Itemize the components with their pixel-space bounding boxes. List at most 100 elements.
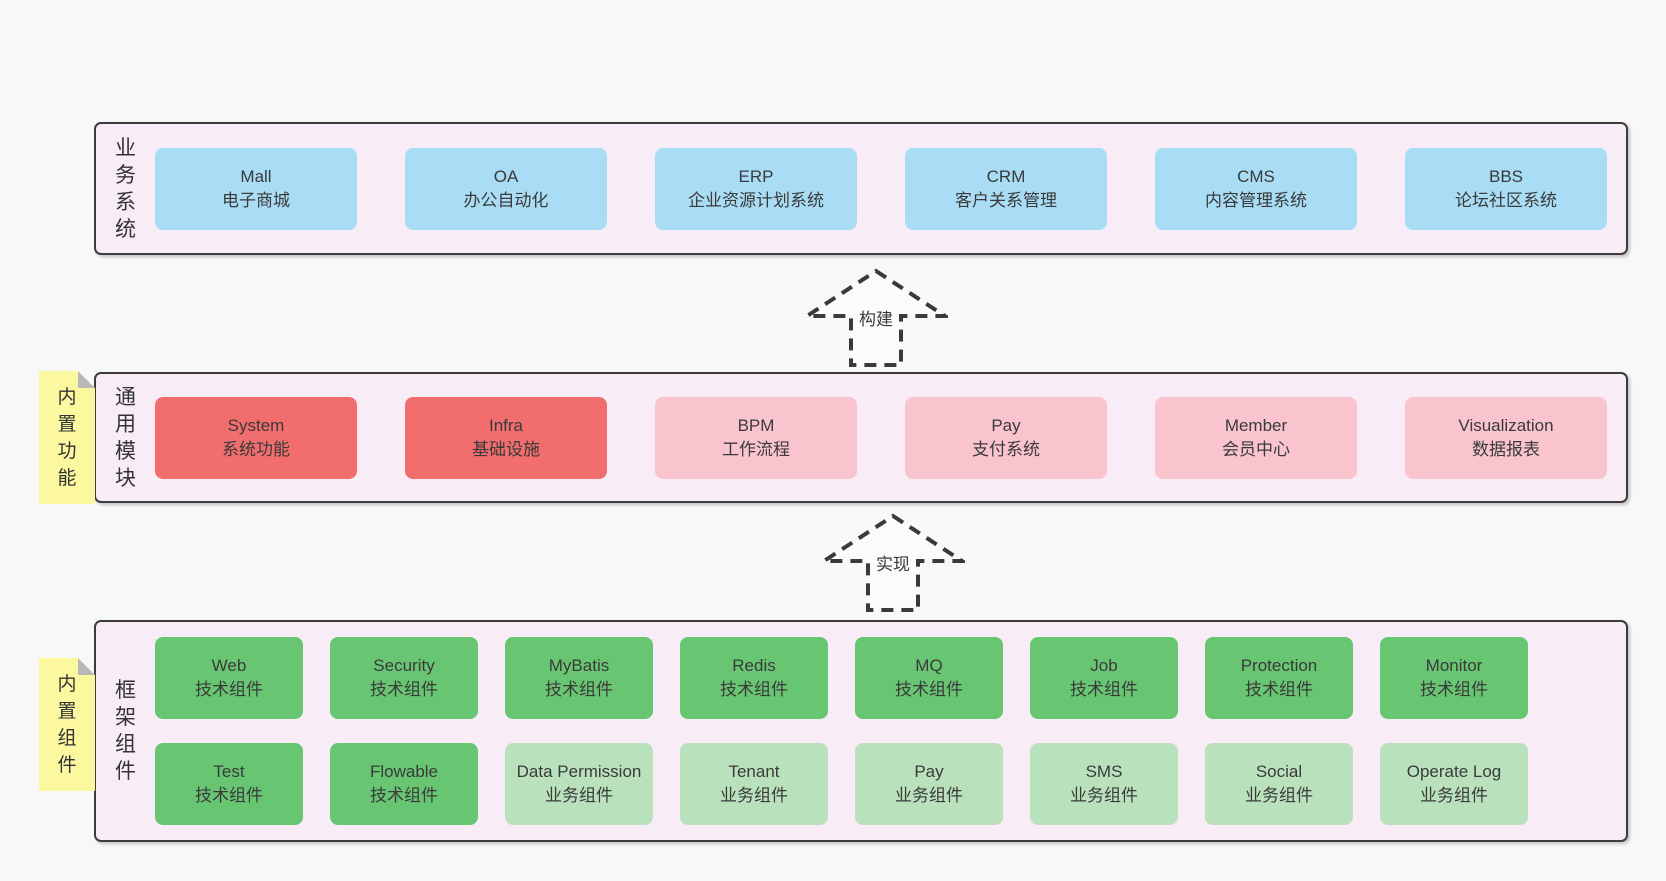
box-mq: MQ 技术组件	[855, 637, 1003, 719]
box-pay-biz: Pay 业务组件	[855, 743, 1003, 825]
arrow-implement-label: 实现	[873, 553, 913, 577]
box-title: Monitor	[1425, 656, 1483, 675]
box-flowable: Flowable 技术组件	[330, 743, 478, 825]
components-boxes-grid: Web 技术组件 Security 技术组件 MyBatis 技术组件 Redi…	[155, 622, 1626, 840]
components-row-1: Web 技术组件 Security 技术组件 MyBatis 技术组件 Redi…	[155, 637, 1626, 719]
box-subtitle: 技术组件	[195, 680, 263, 699]
box-subtitle: 技术组件	[895, 680, 963, 699]
box-pay: Pay 支付系统	[905, 396, 1107, 479]
box-title: Job	[1090, 656, 1118, 675]
box-subtitle: 技术组件	[370, 786, 438, 805]
box-system: System 系统功能	[155, 396, 357, 479]
box-cms: CMS 内容管理系统	[1155, 147, 1357, 230]
box-title: Mall	[240, 166, 272, 186]
box-bbs: BBS 论坛社区系统	[1405, 147, 1607, 230]
components-row-2: Test 技术组件 Flowable 技术组件 Data Permission …	[155, 743, 1626, 825]
box-subtitle: 支付系统	[972, 439, 1040, 459]
layer-label-common-modules: 通用模块	[115, 385, 136, 490]
box-title: Operate Log	[1406, 762, 1502, 781]
modules-boxes-row: System 系统功能 Infra 基础设施 BPM 工作流程 Pay 支付系统…	[155, 374, 1626, 501]
box-title: OA	[493, 166, 519, 186]
box-title: Member	[1224, 415, 1288, 435]
box-protection: Protection 技术组件	[1205, 637, 1353, 719]
box-title: MyBatis	[548, 656, 610, 675]
box-title: ERP	[738, 166, 774, 186]
box-title: Pay	[914, 762, 944, 781]
box-subtitle: 基础设施	[472, 439, 540, 459]
box-visualization: Visualization 数据报表	[1405, 396, 1607, 479]
sticky-note-built-in-features: 内置功能	[39, 371, 95, 504]
box-subtitle: 客户关系管理	[955, 190, 1057, 210]
box-data-permission: Data Permission 业务组件	[505, 743, 653, 825]
box-title: System	[227, 415, 285, 435]
box-subtitle: 技术组件	[720, 680, 788, 699]
box-oa: OA 办公自动化	[405, 147, 607, 230]
box-bpm: BPM 工作流程	[655, 396, 857, 479]
box-title: Pay	[991, 415, 1021, 435]
box-monitor: Monitor 技术组件	[1380, 637, 1528, 719]
box-subtitle: 企业资源计划系统	[688, 190, 824, 210]
box-title: Protection	[1240, 656, 1318, 675]
box-title: Social	[1255, 762, 1303, 781]
box-title: Test	[213, 762, 245, 781]
box-subtitle: 技术组件	[195, 786, 263, 805]
box-subtitle: 技术组件	[545, 680, 613, 699]
box-mall: Mall 电子商城	[155, 147, 357, 230]
box-subtitle: 办公自动化	[463, 190, 549, 210]
box-tenant: Tenant 业务组件	[680, 743, 828, 825]
box-title: Flowable	[369, 762, 439, 781]
box-crm: CRM 客户关系管理	[905, 147, 1107, 230]
box-title: Data Permission	[516, 762, 642, 781]
box-subtitle: 会员中心	[1222, 439, 1290, 459]
sticky-note-built-in-components: 内置组件	[39, 658, 95, 791]
box-title: Web	[211, 656, 247, 675]
layer-business-systems: 业务系统 Mall 电子商城 OA 办公自动化 ERP 企业资源计划系统 CRM…	[94, 122, 1628, 255]
box-mybatis: MyBatis 技术组件	[505, 637, 653, 719]
box-title: CRM	[986, 166, 1026, 186]
arrow-implement: 实现	[821, 513, 965, 613]
box-subtitle: 技术组件	[1245, 680, 1313, 699]
box-erp: ERP 企业资源计划系统	[655, 147, 857, 230]
box-subtitle: 业务组件	[545, 786, 613, 805]
box-infra: Infra 基础设施	[405, 396, 607, 479]
box-title: Redis	[732, 656, 776, 675]
box-web: Web 技术组件	[155, 637, 303, 719]
box-title: MQ	[915, 656, 943, 675]
box-title: Security	[373, 656, 435, 675]
box-title: Tenant	[728, 762, 780, 781]
box-operate-log: Operate Log 业务组件	[1380, 743, 1528, 825]
box-member: Member 会员中心	[1155, 396, 1357, 479]
folded-corner-icon	[78, 371, 95, 388]
box-subtitle: 工作流程	[722, 439, 790, 459]
layer-framework-components: 内置组件 框架组件 Web 技术组件 Security 技术组件 MyBatis…	[94, 620, 1628, 842]
layer-label-framework-components: 框架组件	[115, 679, 136, 783]
box-title: SMS	[1085, 762, 1123, 781]
box-title: BPM	[737, 415, 775, 435]
box-subtitle: 论坛社区系统	[1455, 190, 1557, 210]
box-title: BBS	[1488, 166, 1524, 186]
box-title: Infra	[488, 415, 524, 435]
layer-label-business-systems: 业务系统	[115, 136, 136, 241]
box-subtitle: 系统功能	[222, 439, 290, 459]
box-redis: Redis 技术组件	[680, 637, 828, 719]
box-subtitle: 业务组件	[895, 786, 963, 805]
box-subtitle: 业务组件	[1420, 786, 1488, 805]
arrow-build: 构建	[804, 268, 948, 368]
box-social: Social 业务组件	[1205, 743, 1353, 825]
box-test: Test 技术组件	[155, 743, 303, 825]
box-title: Visualization	[1458, 415, 1554, 435]
box-title: CMS	[1237, 166, 1275, 186]
box-subtitle: 内容管理系统	[1205, 190, 1307, 210]
box-job: Job 技术组件	[1030, 637, 1178, 719]
box-subtitle: 数据报表	[1472, 439, 1540, 459]
box-sms: SMS 业务组件	[1030, 743, 1178, 825]
box-subtitle: 技术组件	[370, 680, 438, 699]
box-subtitle: 业务组件	[1245, 786, 1313, 805]
folded-corner-icon	[78, 658, 95, 675]
box-subtitle: 技术组件	[1070, 680, 1138, 699]
box-subtitle: 技术组件	[1420, 680, 1488, 699]
business-boxes-row: Mall 电子商城 OA 办公自动化 ERP 企业资源计划系统 CRM 客户关系…	[155, 124, 1626, 253]
box-security: Security 技术组件	[330, 637, 478, 719]
layer-common-modules: 内置功能 通用模块 System 系统功能 Infra 基础设施 BPM 工作流…	[94, 372, 1628, 503]
